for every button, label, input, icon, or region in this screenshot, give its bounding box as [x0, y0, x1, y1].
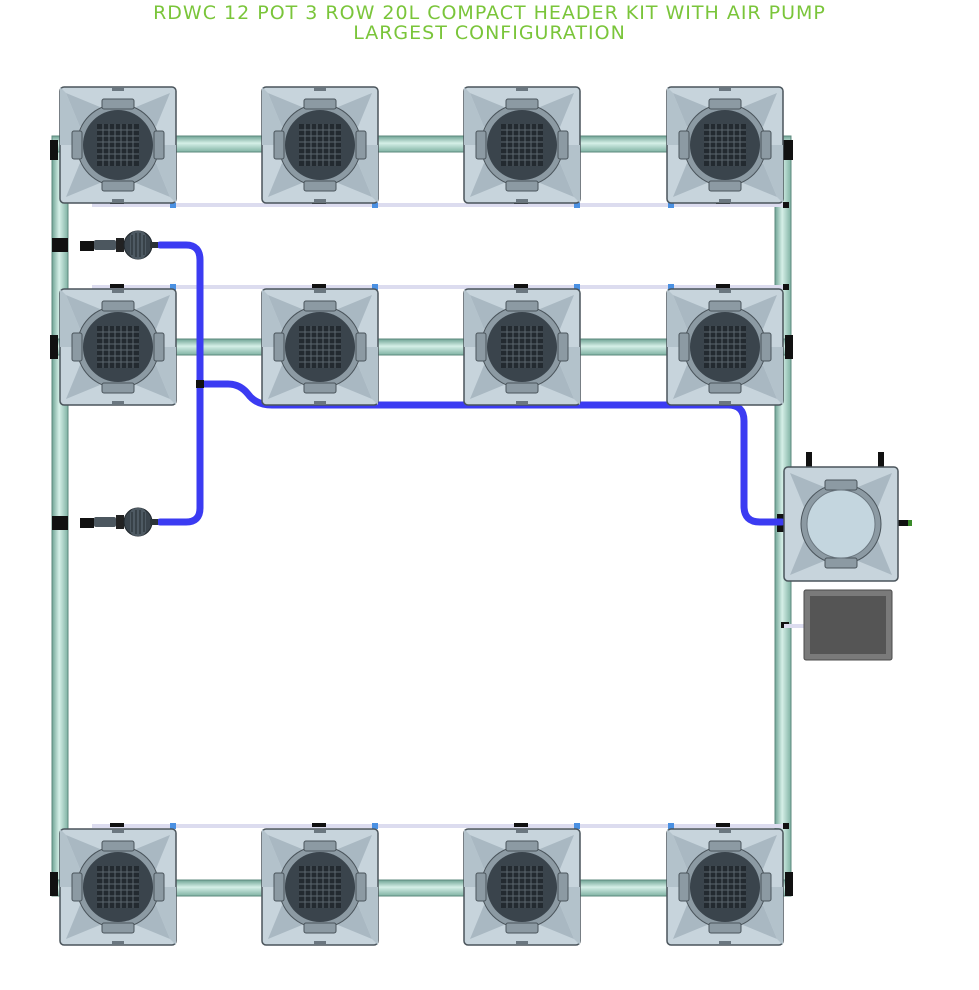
pot: [666, 828, 784, 946]
diagram-title-line1: RDWC 12 POT 3 ROW 20L COMPACT HEADER KIT…: [153, 2, 826, 24]
pot: [666, 86, 784, 204]
diagram-title-line2: LARGEST CONFIGURATION: [353, 22, 626, 44]
pipework: [50, 135, 793, 897]
pot: [463, 288, 581, 406]
pot: [59, 86, 177, 204]
pot: [59, 288, 177, 406]
air-stone: [79, 230, 159, 260]
air-stone: [79, 507, 159, 537]
air-pump: [803, 589, 893, 661]
feed-line-connectors: [170, 202, 674, 829]
air-line-tee: [196, 380, 204, 388]
pot: [261, 288, 379, 406]
header-tank: [783, 452, 912, 582]
pot: [59, 828, 177, 946]
pot: [261, 86, 379, 204]
pot: [463, 86, 581, 204]
pot: [666, 288, 784, 406]
pot: [261, 828, 379, 946]
pot: [463, 828, 581, 946]
